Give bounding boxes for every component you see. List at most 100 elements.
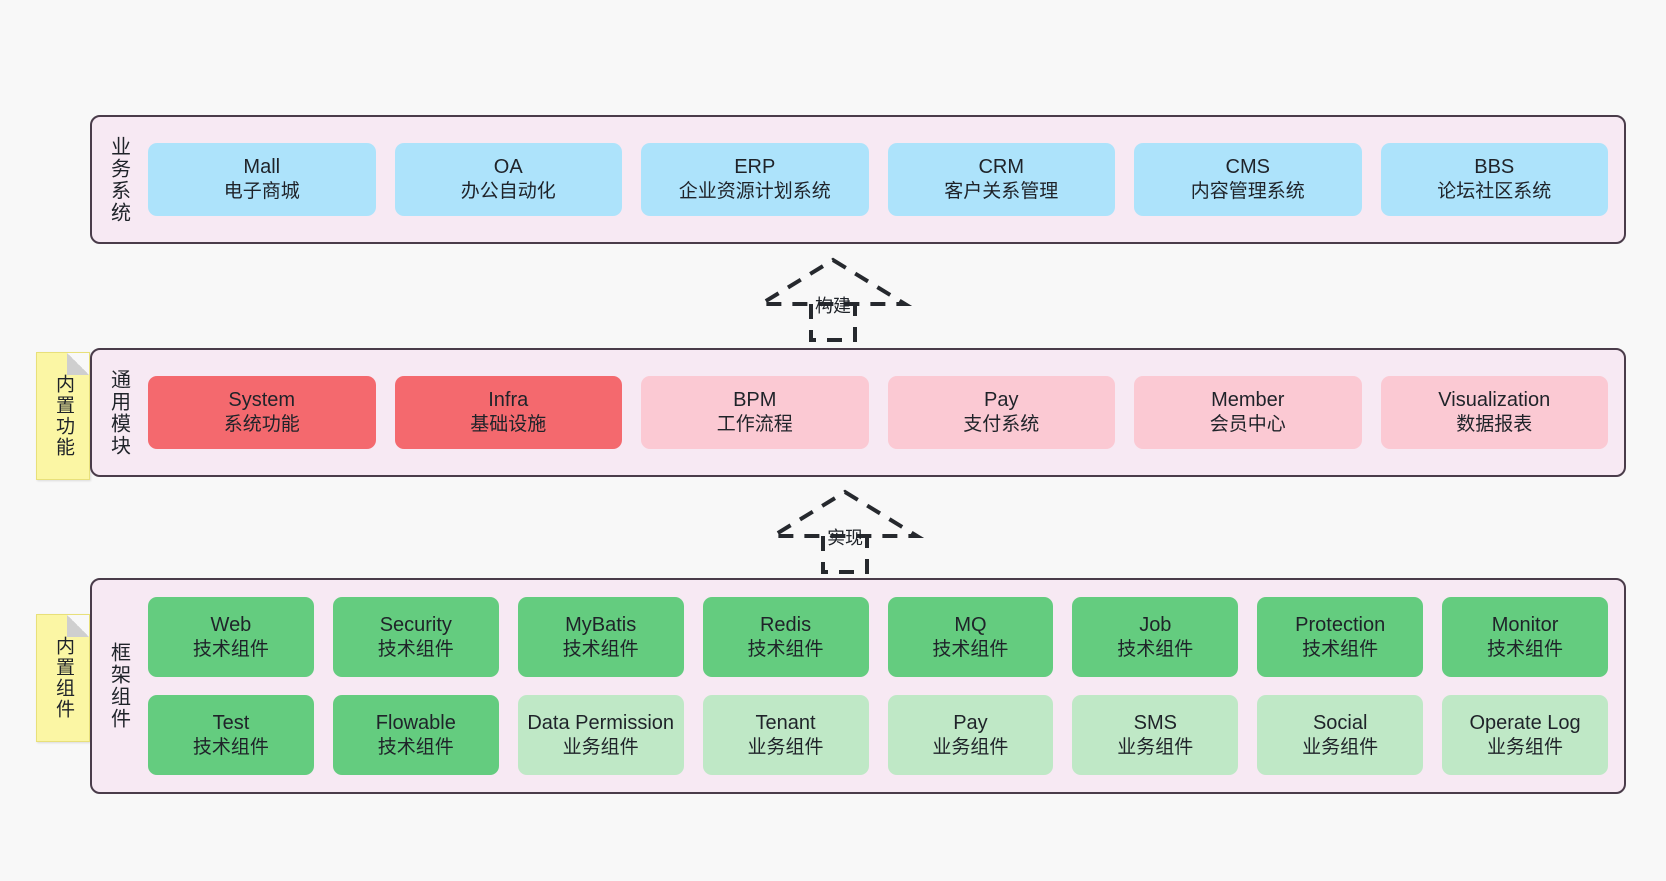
card-subtitle: 技术组件 [932, 638, 1009, 660]
card-redis[interactable]: Redis 技术组件 [702, 597, 869, 677]
card-row: System 系统功能 Infra 基础设施 BPM 工作流程 Pay 支付系统… [148, 376, 1608, 449]
card-crm[interactable]: CRM 客户关系管理 [887, 143, 1115, 216]
card-subtitle: 论坛社区系统 [1437, 181, 1552, 203]
card-title: Redis [759, 613, 812, 636]
band-body-business: Mall 电子商城 OA 办公自动化 ERP 企业资源计划系统 CRM 客户关系… [144, 117, 1624, 242]
card-title: Infra [488, 389, 529, 412]
card-tenant[interactable]: Tenant 业务组件 [702, 695, 869, 775]
card-title: BBS [1474, 156, 1515, 179]
band-framework-components: 框架组件 Web 技术组件 Security 技术组件 MyBatis 技术组件… [90, 578, 1626, 794]
card-title: MQ [954, 613, 987, 636]
card-title: Security [379, 613, 452, 636]
card-title: MyBatis [565, 613, 637, 636]
card-title: Operate Log [1469, 711, 1581, 734]
card-title: Job [1139, 613, 1172, 636]
card-subtitle: 支付系统 [963, 414, 1040, 436]
connector-build-label: 构建 [815, 296, 851, 316]
card-subtitle: 业务组件 [1302, 736, 1379, 758]
card-infra[interactable]: Infra 基础设施 [394, 376, 622, 449]
card-sms[interactable]: SMS 业务组件 [1072, 695, 1239, 775]
connector-implement-arrow: 实现 [765, 489, 925, 574]
connector-implement-label: 实现 [827, 528, 863, 548]
card-mall[interactable]: Mall 电子商城 [148, 143, 376, 216]
card-member[interactable]: Member 会员中心 [1134, 376, 1362, 449]
card-job[interactable]: Job 技术组件 [1072, 597, 1239, 677]
card-subtitle: 工作流程 [716, 414, 793, 436]
card-protection[interactable]: Protection 技术组件 [1257, 597, 1424, 677]
card-title: OA [493, 156, 523, 179]
card-title: ERP [734, 156, 776, 179]
card-operate-log[interactable]: Operate Log 业务组件 [1442, 695, 1608, 775]
card-subtitle: 企业资源计划系统 [678, 181, 831, 203]
card-subtitle: 技术组件 [377, 638, 454, 660]
sticky-note-builtin-components: 内置组件 [36, 614, 90, 742]
band-body-framework: Web 技术组件 Security 技术组件 MyBatis 技术组件 Redi… [144, 580, 1624, 792]
card-subtitle: 业务组件 [747, 736, 824, 758]
card-subtitle: 技术组件 [1117, 638, 1194, 660]
card-pay-component[interactable]: Pay 业务组件 [887, 695, 1054, 775]
card-mq[interactable]: MQ 技术组件 [887, 597, 1054, 677]
card-subtitle: 客户关系管理 [944, 181, 1059, 203]
card-data-permission[interactable]: Data Permission 业务组件 [517, 695, 684, 775]
card-row: Mall 电子商城 OA 办公自动化 ERP 企业资源计划系统 CRM 客户关系… [148, 143, 1608, 216]
card-title: Web [210, 613, 252, 636]
card-title: CMS [1225, 156, 1270, 179]
card-subtitle: 业务组件 [1117, 736, 1194, 758]
card-title: Data Permission [527, 711, 675, 734]
card-monitor[interactable]: Monitor 技术组件 [1442, 597, 1608, 677]
card-subtitle: 办公自动化 [460, 181, 556, 203]
card-bpm[interactable]: BPM 工作流程 [641, 376, 869, 449]
card-flowable[interactable]: Flowable 技术组件 [332, 695, 499, 775]
card-title: System [228, 389, 296, 412]
card-title: Tenant [755, 711, 816, 734]
connector-build-arrow: 构建 [753, 257, 913, 342]
band-common-modules: 通用模块 System 系统功能 Infra 基础设施 BPM 工作流程 Pay… [90, 348, 1626, 477]
card-subtitle: 业务组件 [932, 736, 1009, 758]
card-subtitle: 系统功能 [223, 414, 300, 436]
card-social[interactable]: Social 业务组件 [1257, 695, 1424, 775]
card-subtitle: 电子商城 [223, 181, 300, 203]
card-security[interactable]: Security 技术组件 [332, 597, 499, 677]
card-subtitle: 基础设施 [470, 414, 547, 436]
card-test[interactable]: Test 技术组件 [148, 695, 314, 775]
card-subtitle: 技术组件 [747, 638, 824, 660]
card-title: Visualization [1438, 389, 1551, 412]
sticky-note-builtin-features: 内置功能 [36, 352, 90, 480]
card-title: Member [1211, 389, 1285, 412]
card-pay-module[interactable]: Pay 支付系统 [887, 376, 1115, 449]
card-title: Pay [984, 389, 1019, 412]
band-label-business: 业务系统 [107, 135, 130, 224]
card-subtitle: 会员中心 [1209, 414, 1286, 436]
card-subtitle: 技术组件 [1302, 638, 1379, 660]
card-title: CRM [978, 156, 1025, 179]
card-oa[interactable]: OA 办公自动化 [394, 143, 622, 216]
card-title: Mall [243, 156, 281, 179]
card-row: Test 技术组件 Flowable 技术组件 Data Permission … [148, 695, 1608, 775]
card-subtitle: 技术组件 [192, 638, 269, 660]
band-business-systems: 业务系统 Mall 电子商城 OA 办公自动化 ERP 企业资源计划系统 CRM… [90, 115, 1626, 244]
card-subtitle: 技术组件 [1487, 638, 1564, 660]
card-visualization[interactable]: Visualization 数据报表 [1380, 376, 1608, 449]
card-mybatis[interactable]: MyBatis 技术组件 [517, 597, 684, 677]
card-subtitle: 内容管理系统 [1190, 181, 1305, 203]
band-label-modules: 通用模块 [107, 368, 130, 457]
card-web[interactable]: Web 技术组件 [148, 597, 314, 677]
card-title: Pay [953, 711, 988, 734]
card-title: Monitor [1491, 613, 1559, 636]
card-subtitle: 业务组件 [562, 736, 639, 758]
card-bbs[interactable]: BBS 论坛社区系统 [1380, 143, 1608, 216]
card-title: Social [1312, 711, 1368, 734]
band-body-modules: System 系统功能 Infra 基础设施 BPM 工作流程 Pay 支付系统… [144, 350, 1624, 475]
card-title: Flowable [375, 711, 456, 734]
card-title: Test [212, 711, 250, 734]
card-cms[interactable]: CMS 内容管理系统 [1134, 143, 1362, 216]
card-title: SMS [1133, 711, 1177, 734]
card-subtitle: 技术组件 [377, 736, 454, 758]
card-subtitle: 数据报表 [1456, 414, 1533, 436]
card-subtitle: 技术组件 [562, 638, 639, 660]
card-erp[interactable]: ERP 企业资源计划系统 [641, 143, 869, 216]
card-subtitle: 技术组件 [192, 736, 269, 758]
card-subtitle: 业务组件 [1487, 736, 1564, 758]
card-system[interactable]: System 系统功能 [148, 376, 376, 449]
card-row: Web 技术组件 Security 技术组件 MyBatis 技术组件 Redi… [148, 597, 1608, 677]
